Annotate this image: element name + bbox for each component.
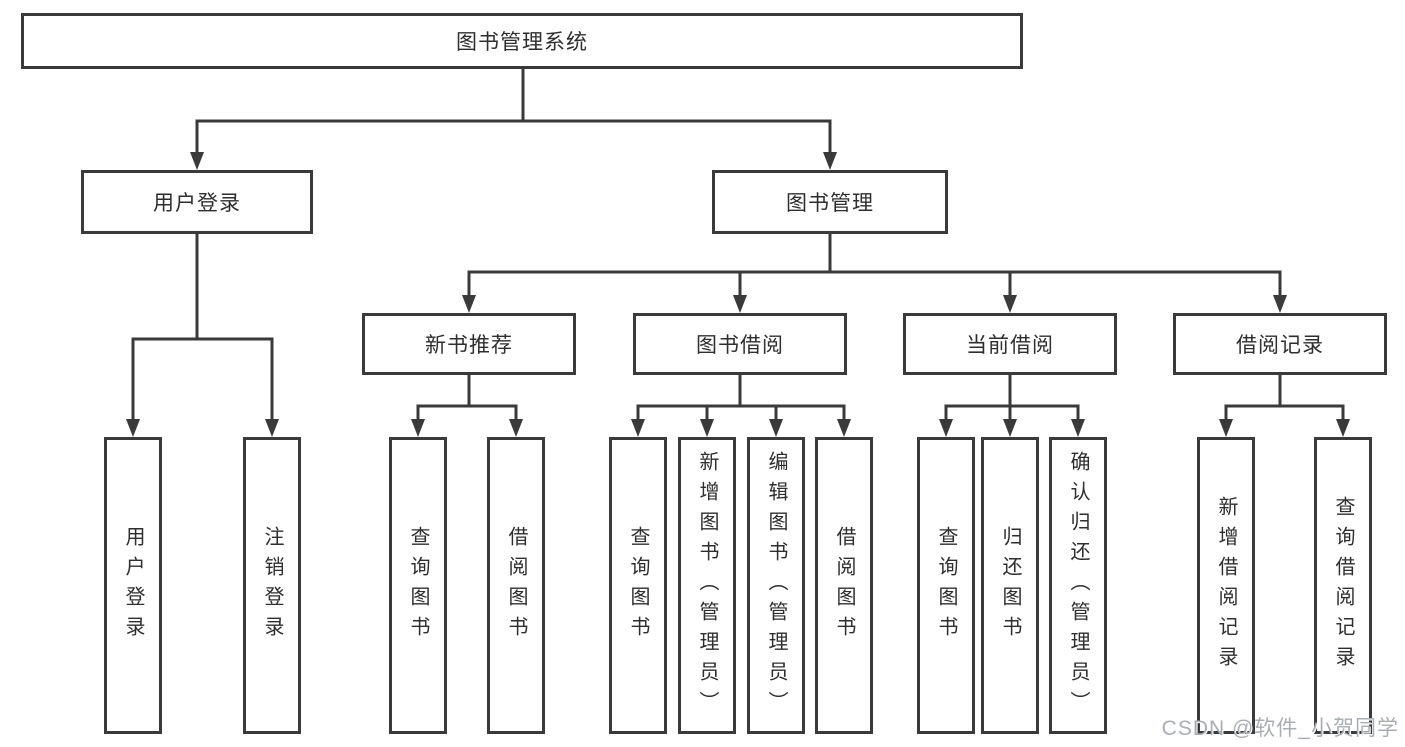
leaf-borrow-books-label: 借阅图书: [833, 525, 855, 646]
node-borrowing-records: 借阅记录: [1173, 313, 1387, 375]
node-root-label: 图书管理系统: [456, 31, 588, 54]
node-book-borrowing-label: 图书借阅: [696, 334, 784, 357]
node-current-borrowing: 当前借阅: [903, 313, 1117, 375]
connector-arrowheads: [126, 152, 1350, 437]
node-book-management: 图书管理: [712, 170, 948, 234]
leaf-edit-books-admin: 编辑图书（管理员）: [747, 437, 805, 734]
node-user-login-label: 用户登录: [153, 192, 241, 215]
leaf-confirm-return-admin-label: 确认归还（管理员）: [1067, 450, 1089, 721]
leaf-query-books-recommend: 查询图书: [389, 437, 447, 734]
node-book-management-label: 图书管理: [786, 192, 874, 215]
node-user-login: 用户登录: [81, 170, 313, 234]
leaf-borrow-books-recommend-label: 借阅图书: [505, 525, 527, 646]
connector-strokes: [131, 69, 1345, 421]
node-root: 图书管理系统: [21, 13, 1023, 69]
leaf-add-borrow-record: 新增借阅记录: [1197, 437, 1255, 734]
leaf-query-books-borrow: 查询图书: [609, 437, 667, 734]
leaf-user-login: 用户登录: [104, 437, 162, 734]
leaf-confirm-return-admin: 确认归还（管理员）: [1049, 437, 1107, 734]
leaf-query-borrow-record: 查询借阅记录: [1314, 437, 1372, 734]
leaf-add-books-admin: 新增图书（管理员）: [678, 437, 736, 734]
leaf-query-books-current: 查询图书: [917, 437, 975, 734]
watermark: CSDN @软件_小贺同学: [1161, 717, 1399, 740]
node-new-book-recommendation: 新书推荐: [362, 313, 576, 375]
leaf-user-login-label: 用户登录: [122, 525, 144, 646]
leaf-query-borrow-record-label: 查询借阅记录: [1332, 495, 1354, 676]
leaf-edit-books-admin-label: 编辑图书（管理员）: [765, 450, 787, 721]
leaf-borrow-books: 借阅图书: [815, 437, 873, 734]
leaf-query-books-recommend-label: 查询图书: [407, 525, 429, 646]
leaf-borrow-books-recommend: 借阅图书: [487, 437, 545, 734]
node-book-borrowing: 图书借阅: [633, 313, 847, 375]
node-current-borrowing-label: 当前借阅: [966, 334, 1054, 357]
node-borrowing-records-label: 借阅记录: [1236, 334, 1324, 357]
node-new-book-recommendation-label: 新书推荐: [425, 334, 513, 357]
leaf-query-books-borrow-label: 查询图书: [627, 525, 649, 646]
leaf-add-books-admin-label: 新增图书（管理员）: [696, 450, 718, 721]
leaf-logout-label: 注销登录: [261, 525, 283, 646]
leaf-logout: 注销登录: [243, 437, 301, 734]
leaf-return-books: 归还图书: [981, 437, 1039, 734]
leaf-query-books-current-label: 查询图书: [935, 525, 957, 646]
leaf-add-borrow-record-label: 新增借阅记录: [1215, 495, 1237, 676]
leaf-return-books-label: 归还图书: [999, 525, 1021, 646]
